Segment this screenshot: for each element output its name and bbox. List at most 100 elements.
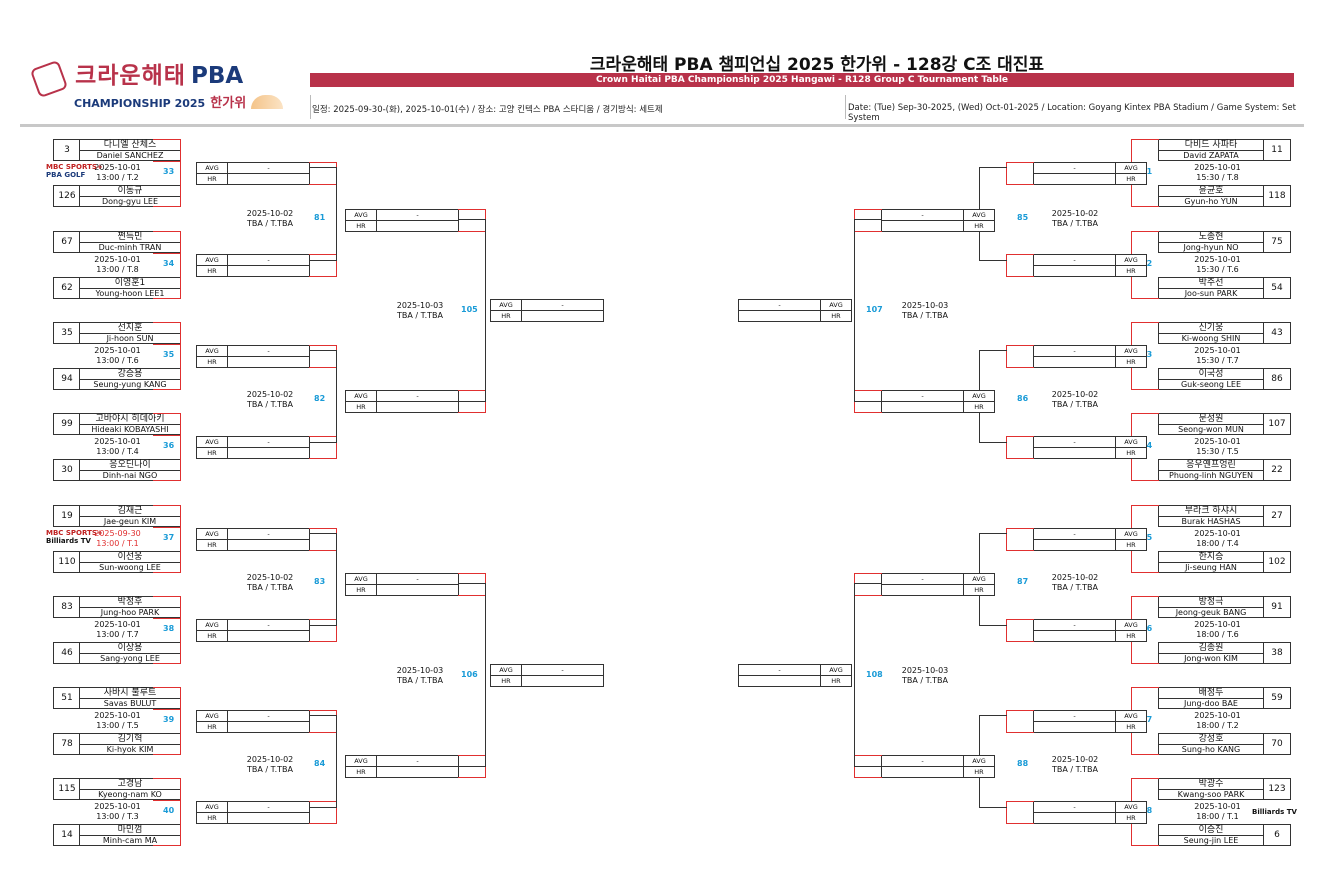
avg-label: AVG (1115, 163, 1146, 173)
player-name-korean: 강승용 (80, 369, 180, 380)
player-name-korean: 부라크 하샤시 (1159, 506, 1263, 517)
hr-label: HR (491, 311, 522, 321)
hr-row: HR (197, 630, 309, 641)
match-score-box: AVG-HR (196, 619, 310, 642)
hr-row: HR (346, 220, 458, 231)
match-number: 34 (163, 259, 175, 268)
bracket-line (153, 231, 181, 299)
match-number: 83 (314, 577, 326, 586)
match-date: 2025-10-01 (1194, 163, 1241, 172)
match-time: TBA / T.TBA (247, 583, 293, 592)
player-name-english: Daniel SANCHEZ (96, 151, 164, 160)
player-top-seed: 51 (53, 687, 81, 709)
player-bottom-seed: 6 (1263, 824, 1291, 846)
avg-label: AVG (1115, 255, 1146, 265)
player-name-korean: 김재근 (80, 506, 180, 517)
hr-row: HR (1034, 447, 1146, 458)
hr-label: HR (1115, 266, 1146, 276)
avg-label: AVG (197, 620, 228, 630)
score-value: - (1073, 347, 1076, 355)
match-time: 18:00 / T.4 (1196, 539, 1239, 548)
hr-row: HR (1034, 356, 1146, 367)
player-top-seed: 3 (53, 139, 81, 161)
score-value (739, 311, 820, 321)
bracket-line (153, 344, 180, 345)
match-score-box: AVG-HR (196, 710, 310, 733)
logo-championship: CHAMPIONSHIP 2025 (74, 96, 206, 110)
match-date: 2025-10-03 (396, 301, 444, 310)
match-date: 2025-10-01 (94, 437, 141, 446)
player-name-english: Phuong-linh NGUYEN (1169, 471, 1253, 480)
bracket-line (854, 219, 882, 402)
hr-label: HR (197, 813, 228, 823)
player-name-english: Ki-hyok KIM (106, 745, 154, 754)
avg-row: AVG- (1034, 711, 1146, 721)
player-top-seed: 75 (1263, 231, 1291, 253)
player-top-seed: 99 (53, 413, 81, 435)
player-name-korean: 이승진 (1159, 825, 1263, 836)
hr-label: HR (346, 402, 377, 412)
avg-label: AVG (820, 300, 851, 310)
score-value (1034, 540, 1115, 550)
hr-label: HR (820, 676, 851, 686)
bracket-line (153, 800, 180, 801)
match-score-box: AVG-HR (1033, 801, 1147, 824)
avg-row: AVG- (197, 437, 309, 447)
avg-row: AVG- (491, 665, 603, 675)
match-time: 13:00 / T.3 (96, 812, 139, 821)
score-value: - (267, 256, 270, 264)
score-value: - (267, 347, 270, 355)
player-name-english: Sang-yong LEE (100, 654, 160, 663)
bracket-line (1006, 801, 1034, 824)
score-value: - (416, 211, 419, 219)
hr-label: HR (197, 266, 228, 276)
bracket-line (153, 778, 181, 846)
player-bottom-seed: 46 (53, 642, 81, 664)
match-number: 106 (461, 670, 478, 679)
player-bottom-seed: 94 (53, 368, 81, 390)
player-bottom-seed: 78 (53, 733, 81, 755)
player-name-korean: 배정두 (1159, 688, 1263, 699)
match-number: 36 (163, 441, 175, 450)
player-top-seed: 123 (1263, 778, 1291, 800)
player-bottom-seed: 30 (53, 459, 81, 481)
avg-label: AVG (197, 346, 228, 356)
match-score-box: AVG-HR (490, 299, 604, 322)
hr-label: HR (197, 448, 228, 458)
avg-row: AVG - (197, 346, 309, 356)
score-value: - (1073, 438, 1076, 446)
score-value: - (1073, 164, 1076, 172)
bracket-line (309, 533, 337, 626)
bracket-line (458, 219, 486, 402)
avg-row: AVG- (197, 529, 309, 539)
match-score-box: AVG-HR (1033, 619, 1147, 642)
avg-label: AVG (820, 665, 851, 675)
match-date: 2025-09-30 (94, 529, 141, 538)
player-name-korean: 김종원 (1159, 643, 1263, 654)
avg-label: AVG (346, 574, 377, 584)
avg-label: AVG (346, 210, 377, 220)
match-date: 2025-10-01 (94, 255, 141, 264)
avg-label: AVG (963, 574, 994, 584)
bracket-line (1006, 710, 1034, 733)
avg-row: AVG- (1034, 437, 1146, 447)
score-value: - (778, 666, 781, 674)
player-name-korean: 고바야시 히데아키 (80, 414, 180, 425)
hr-label: HR (346, 767, 377, 777)
player-name-english: Gyun-ho YUN (1184, 197, 1238, 206)
player-name-korean: 응우옌프엉린 (1159, 460, 1263, 471)
player-name-korean: 응오딘나이 (80, 460, 180, 471)
avg-row: AVG - (739, 665, 851, 675)
match-score-box: AVG-HR (196, 345, 310, 368)
match-date: 2025-10-02 (1051, 755, 1099, 764)
